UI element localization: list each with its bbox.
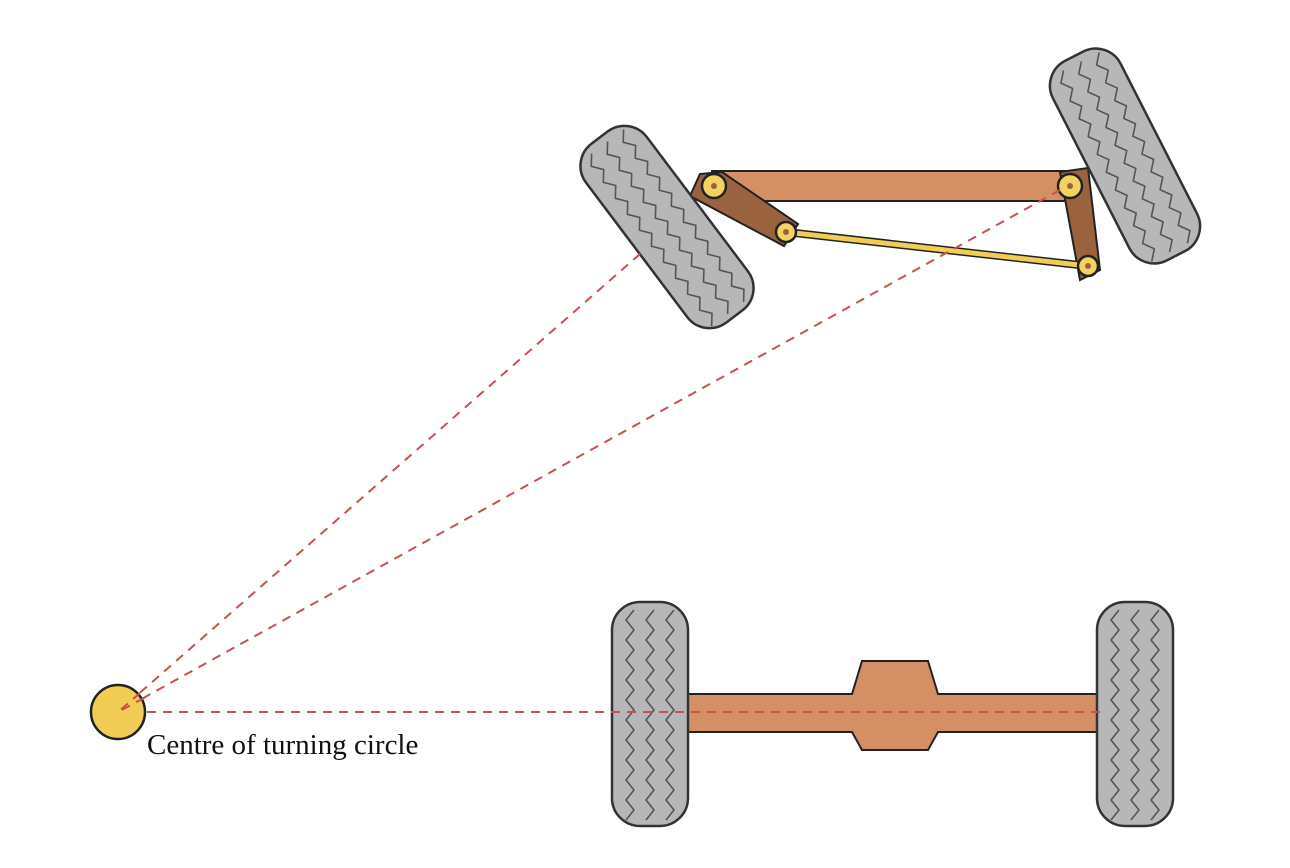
rear-right-wheel bbox=[1095, 600, 1175, 828]
front-left-wheel-guide-line-end bbox=[117, 692, 141, 713]
front-right-wheel-guide-line bbox=[117, 189, 1061, 713]
front-right-wheel bbox=[1048, 47, 1202, 265]
tie-rod-fill bbox=[783, 229, 1091, 269]
left-kingpin-pivot bbox=[700, 172, 728, 200]
front-left-wheel bbox=[579, 124, 755, 330]
rear-axle-beam bbox=[687, 660, 1103, 751]
front-axle-beam bbox=[711, 170, 1073, 202]
turning-centre-label: Centre of turning circle bbox=[147, 729, 418, 761]
right-tie-rod-joint bbox=[1076, 254, 1100, 278]
right-kingpin-pivot bbox=[1056, 172, 1084, 200]
front-left-wheel-guide-line bbox=[117, 253, 641, 713]
rear-left-wheel bbox=[610, 600, 690, 828]
front-right-wheel-guide-line-end bbox=[117, 697, 145, 713]
left-tie-rod-joint bbox=[774, 220, 798, 244]
turning-centre-point bbox=[89, 683, 147, 741]
